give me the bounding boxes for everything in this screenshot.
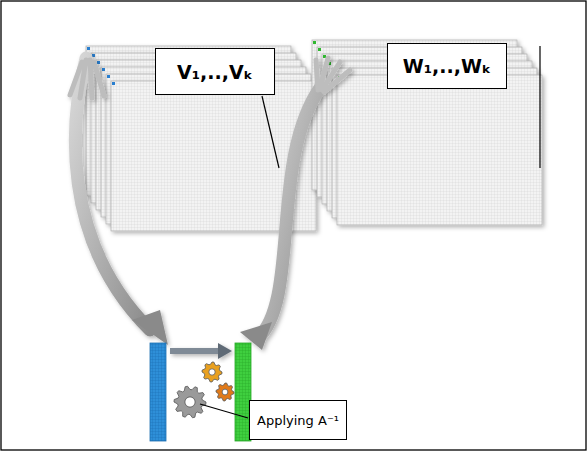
- box-label: Applying A⁻¹: [257, 413, 339, 428]
- matrix-sheet: [337, 75, 542, 225]
- gear: [216, 383, 234, 401]
- box-label: V₁,..,Vₖ: [177, 61, 253, 83]
- sheet-dot: [92, 54, 95, 57]
- callout-box: Applying A⁻¹: [249, 400, 347, 440]
- sheet-dot: [112, 82, 115, 85]
- gear-hole: [185, 397, 195, 407]
- sheet-dot: [313, 41, 316, 44]
- gear: [174, 386, 206, 418]
- curved-arrow-right: [240, 58, 350, 350]
- gear-hole: [222, 389, 228, 395]
- curved-arrow-left: [70, 58, 168, 345]
- leader-line: [262, 96, 279, 168]
- matrix-stack-v: [86, 46, 316, 231]
- input-vector: [150, 343, 166, 441]
- gear: [202, 362, 222, 382]
- label-box: W₁,..,Wₖ: [387, 43, 507, 89]
- matrix-stack-w: [312, 40, 542, 225]
- sheet-dot: [87, 47, 90, 50]
- gear-hole: [209, 369, 215, 375]
- gears-icon: [174, 362, 234, 418]
- label-box: V₁,..,Vₖ: [155, 48, 275, 95]
- leader-line: [200, 404, 248, 418]
- sheet-dot: [107, 75, 110, 78]
- sheet-dot: [97, 61, 100, 64]
- sheet-dot: [102, 68, 105, 71]
- straight-arrow: [170, 343, 232, 359]
- box-label: W₁,..,Wₖ: [403, 55, 491, 77]
- sheet-dot: [318, 48, 321, 51]
- leader-line: [539, 46, 540, 168]
